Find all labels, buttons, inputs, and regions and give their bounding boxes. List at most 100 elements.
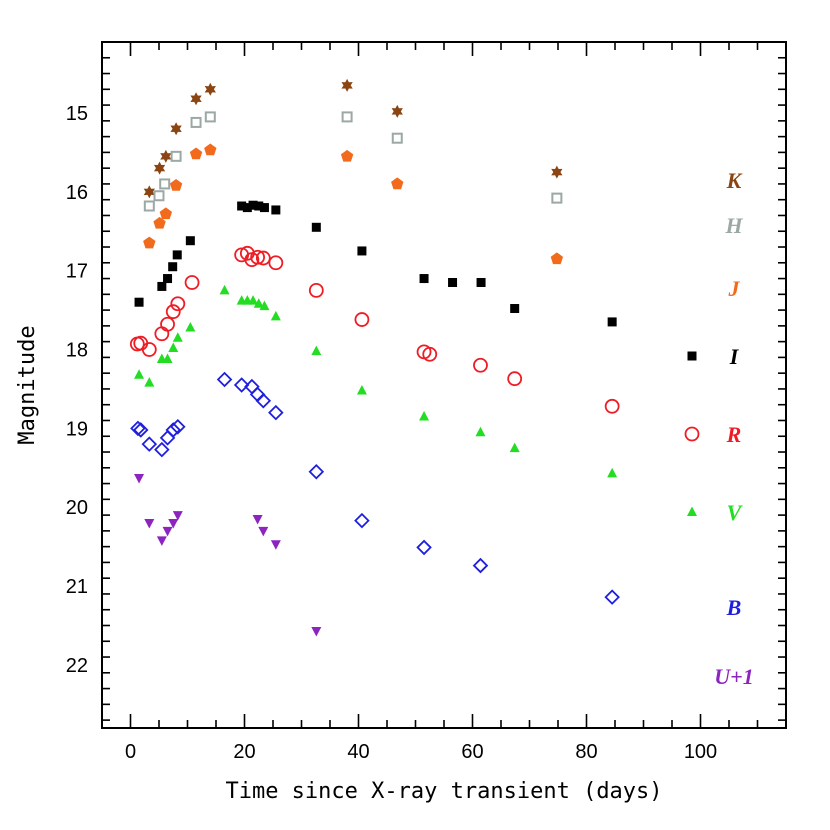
data-point-r xyxy=(170,296,186,312)
data-point-v xyxy=(311,345,322,356)
data-point-k xyxy=(160,149,172,163)
x-tick-label: 0 xyxy=(125,741,136,763)
legend-label-b: B xyxy=(726,595,742,620)
data-point-v xyxy=(607,467,618,478)
legend-label-i: I xyxy=(729,344,740,369)
x-tick-label: 20 xyxy=(233,741,255,763)
data-point-h xyxy=(170,150,182,162)
y-tick-label: 18 xyxy=(66,340,88,362)
data-point-u1 xyxy=(258,526,269,537)
data-point-v xyxy=(475,426,486,437)
data-point-r xyxy=(154,326,170,342)
data-point-i xyxy=(237,201,247,211)
data-point-r xyxy=(507,371,523,387)
data-point-b xyxy=(132,422,149,438)
legend-label-u1: U+1 xyxy=(714,664,753,689)
data-point-h xyxy=(204,111,216,123)
y-axis-title: Magnitude xyxy=(15,325,40,444)
x-tick-label: 100 xyxy=(684,741,717,763)
legend-label-r: R xyxy=(726,422,742,447)
data-point-b xyxy=(141,436,158,452)
data-point-j xyxy=(189,147,203,160)
data-point-v xyxy=(356,385,367,395)
data-point-r xyxy=(268,255,284,271)
data-point-i xyxy=(311,222,321,232)
data-point-h xyxy=(341,111,353,123)
data-point-u1 xyxy=(156,536,167,546)
data-point-u1 xyxy=(134,474,145,484)
data-point-v xyxy=(259,300,270,311)
legend-marker-v xyxy=(687,506,697,516)
legend-marker-r xyxy=(684,426,700,442)
data-point-v xyxy=(162,353,173,363)
data-point-b xyxy=(130,420,146,437)
data-point-r xyxy=(255,250,271,266)
data-point-h xyxy=(190,116,202,128)
data-point-v xyxy=(509,442,520,453)
data-point-j xyxy=(550,252,564,265)
data-point-v xyxy=(144,377,155,387)
data-point-r xyxy=(160,316,175,332)
data-point-v xyxy=(134,369,145,379)
data-point-b xyxy=(255,392,272,409)
data-point-i xyxy=(172,250,182,260)
data-point-i xyxy=(134,297,144,307)
data-point-j xyxy=(204,143,217,156)
data-point-v xyxy=(419,411,430,421)
data-point-r xyxy=(604,398,620,414)
data-point-u1 xyxy=(270,540,281,550)
data-point-v xyxy=(270,310,281,321)
data-point-j xyxy=(169,179,183,191)
data-point-b xyxy=(170,419,186,435)
axis-ticks xyxy=(102,41,786,728)
data-point-k xyxy=(391,104,403,118)
data-point-k xyxy=(153,161,166,175)
data-point-h xyxy=(143,200,155,212)
data-point-k xyxy=(190,92,202,106)
data-point-b xyxy=(159,430,176,446)
data-point-i xyxy=(248,200,258,210)
data-point-j xyxy=(391,177,404,190)
data-point-v xyxy=(168,342,179,352)
data-point-i xyxy=(168,262,178,272)
data-point-i xyxy=(419,274,429,284)
data-point-u1 xyxy=(162,526,173,537)
data-point-j xyxy=(153,216,166,229)
data-point-i xyxy=(607,317,617,327)
data-point-b xyxy=(308,463,325,480)
data-point-k xyxy=(204,82,216,96)
data-point-v xyxy=(219,284,230,295)
data-point-j xyxy=(143,236,156,249)
data-point-r xyxy=(308,282,324,298)
data-point-r xyxy=(250,249,266,265)
data-point-i xyxy=(271,205,281,215)
data-point-r xyxy=(422,346,438,362)
data-point-b xyxy=(416,539,432,556)
data-point-j xyxy=(340,149,354,162)
data-point-b xyxy=(604,589,620,605)
data-point-i xyxy=(259,203,269,213)
data-point-u1 xyxy=(168,518,179,529)
y-tick-label: 15 xyxy=(66,103,88,125)
y-tick-label: 20 xyxy=(66,497,88,519)
data-point-j xyxy=(159,207,173,220)
legend-label-k: K xyxy=(726,168,743,193)
legend-label-v: V xyxy=(727,500,744,525)
data-point-k xyxy=(341,78,353,92)
y-tick-label: 22 xyxy=(66,655,88,677)
data-point-u1 xyxy=(144,518,155,529)
data-point-v xyxy=(185,321,196,332)
data-point-i xyxy=(163,274,173,284)
x-axis-title: Time since X-ray transient (days) xyxy=(225,779,662,804)
data-point-k xyxy=(143,185,155,199)
data-point-i xyxy=(157,281,167,291)
data-point-i xyxy=(242,203,252,213)
plot-frame xyxy=(101,41,787,729)
data-point-v xyxy=(172,332,183,342)
data-point-r xyxy=(165,304,181,320)
legend-label-j: J xyxy=(728,276,741,301)
data-point-b xyxy=(354,512,370,529)
x-tick-label: 40 xyxy=(347,741,369,763)
